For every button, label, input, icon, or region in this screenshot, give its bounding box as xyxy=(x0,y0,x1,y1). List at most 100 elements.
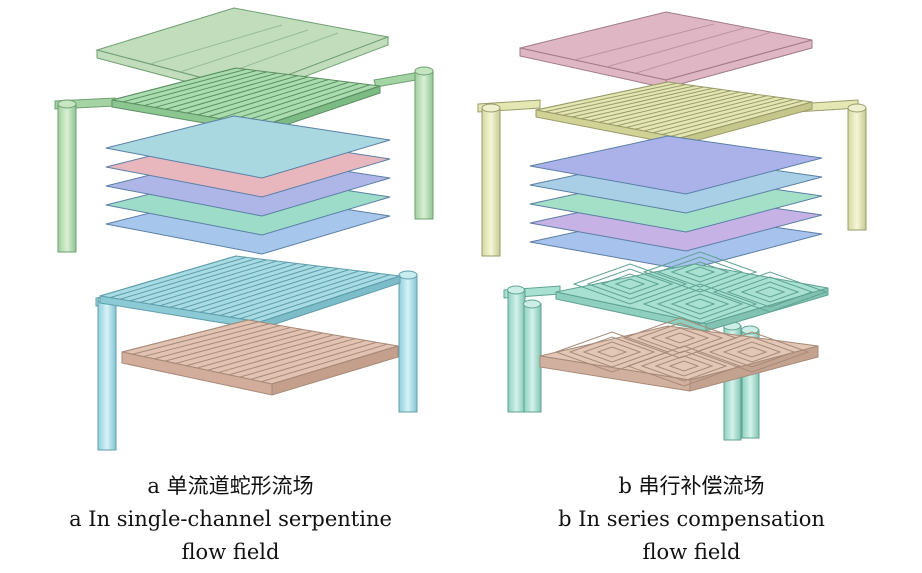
a-low-ribs-rib xyxy=(129,259,267,302)
panel-b-caption: b 串行补偿流场 b In series compensation flow f… xyxy=(461,470,922,569)
b-bot-ribs-loop xyxy=(708,336,796,368)
panel-b-membrane-layers xyxy=(529,135,823,271)
panel-a-bottom-end-plate xyxy=(121,319,399,396)
panel-b-caption-en-line1: b In series compensation xyxy=(558,507,825,531)
panel-a-caption-en-line2: flow field xyxy=(181,540,280,564)
b-up-ribs-rib xyxy=(571,86,705,118)
panel-b-assembly xyxy=(477,11,867,441)
a-low-ribs-rib xyxy=(229,271,370,318)
a-up-ribs-rib xyxy=(208,79,329,118)
b-up-ribs-rib xyxy=(634,95,768,130)
a-up-ribs-rib xyxy=(165,73,288,110)
a-bot-ribs-rib xyxy=(143,323,270,358)
a-up-ribs-rib xyxy=(186,76,309,114)
a-up-ribs-rib xyxy=(144,71,267,107)
a-up-ribs-rib xyxy=(251,84,370,125)
a-low-ribs-rib xyxy=(219,270,360,316)
b-bot-ribs-loop xyxy=(736,346,768,358)
a-bot-ribs-rib xyxy=(229,338,356,376)
b-bot-ribs-loop xyxy=(694,331,810,373)
a-up-ribs-rib xyxy=(240,82,360,123)
panel-b-bottom-end-plate xyxy=(539,317,819,392)
b-bot-ribs-loop xyxy=(650,327,710,349)
b-low-ribs-loop xyxy=(614,278,646,290)
a-bot-ribs-rib xyxy=(132,321,259,355)
a-up-ribs-rib xyxy=(218,80,340,120)
a-up-ribs-rib xyxy=(176,75,298,112)
panel-b-upper-pipes xyxy=(477,99,867,257)
a-bot-ribs-rib xyxy=(186,330,313,367)
b-up-ribs-rib xyxy=(625,94,759,128)
a-up-ribs-rib xyxy=(261,85,381,127)
b-up-ribs-rib xyxy=(535,81,669,111)
b-up-ribs-rib xyxy=(589,89,723,121)
b-low-ribs-loop xyxy=(656,288,744,320)
a-bot-ribs-rib xyxy=(207,334,334,371)
a-low-ribs-rib xyxy=(259,275,401,323)
b-up-ribs-rib xyxy=(643,96,777,132)
b-up-ribs-rib xyxy=(562,85,696,116)
panel-b-top-end-plate xyxy=(519,11,813,89)
b-up-ribs-rib xyxy=(616,92,750,127)
a-bot-ribs-rib xyxy=(164,326,291,362)
a-bot-ribs-rib xyxy=(250,341,377,380)
b-low-ribs-loop xyxy=(670,293,730,315)
a-low-ribs-rib xyxy=(99,255,237,297)
b-low-ribs-loop xyxy=(684,298,716,310)
b-up-ribs-rib xyxy=(544,82,678,113)
a-bot-ribs-rib xyxy=(121,319,249,353)
b-up-ribs-rib xyxy=(598,90,732,123)
b-bot-ribs-loop xyxy=(664,332,696,344)
b-low-ribs-loop xyxy=(586,268,674,300)
b-low-ribs-loop xyxy=(572,263,688,305)
a-low-ribs-rib xyxy=(139,260,278,303)
b-low-ribs-loop xyxy=(712,271,828,313)
panel-a-caption: a 单流道蛇形流场 a In single-channel serpentine… xyxy=(0,470,461,569)
b-up-ribs-rib xyxy=(661,99,795,135)
a-bot-ribs-rib xyxy=(154,325,281,360)
b-bot-ribs-loop xyxy=(668,360,700,372)
b-low-ribs-loop xyxy=(656,256,744,288)
a-low-ribs-rib xyxy=(249,274,390,321)
a-bot-ribs-rib xyxy=(271,345,399,385)
a-low-ribs-rib xyxy=(109,256,247,299)
a-layer-1 xyxy=(105,115,391,179)
a-low-ribs-rib xyxy=(119,258,257,300)
a-up-ribs-rib xyxy=(197,77,319,116)
a-low-ribs-rib xyxy=(149,261,288,305)
b-up-ribs-rib xyxy=(652,97,786,134)
a-low-ribs-rib xyxy=(169,264,308,308)
a-bot-ribs-rib xyxy=(261,343,388,383)
a-bot-ribs-rib xyxy=(218,336,345,374)
panel-b-upper-flow-plate xyxy=(535,81,813,146)
panel-a-assembly xyxy=(54,7,434,451)
b-up-ribs-rib xyxy=(580,87,714,120)
b-bot-ribs-loop xyxy=(640,350,728,382)
panel-b-caption-en-line2: flow field xyxy=(642,540,741,564)
a-up-ribs-rib xyxy=(133,70,257,105)
panel-a-membrane-layers xyxy=(105,115,391,255)
a-low-ribs-rib xyxy=(189,266,329,312)
panel-a-lower-flow-plate xyxy=(99,255,401,330)
a-bot-ribs-rib xyxy=(175,328,302,364)
panel-a-caption-cn: a 单流道蛇形流场 xyxy=(147,474,314,498)
a-up-ribs-rib xyxy=(122,68,247,103)
b-low-ribs-loop xyxy=(754,286,786,298)
b-up-ribs-rib xyxy=(607,91,741,125)
b-low-ribs-loop xyxy=(740,281,800,303)
b-bot-ribs-loop xyxy=(596,346,628,358)
b-up-ribs-rib xyxy=(679,101,813,139)
b-layer-1 xyxy=(529,135,823,195)
b-up-ribs-rib xyxy=(553,84,687,114)
a-up-ribs-rib xyxy=(154,72,278,108)
panel-a-lower-pipes xyxy=(95,270,418,451)
b-low-ribs-loop xyxy=(726,276,814,308)
b-low-ribs-loop xyxy=(642,283,758,325)
b-bot-ribs-loop xyxy=(568,336,656,368)
panel-b-lower-compensation-plate xyxy=(555,251,829,332)
b-bot-ribs-loop xyxy=(582,341,642,363)
a-low-ribs-rib xyxy=(209,269,349,315)
b-up-ribs-rib xyxy=(670,100,804,137)
a-bot-ribs-rib xyxy=(196,332,324,369)
